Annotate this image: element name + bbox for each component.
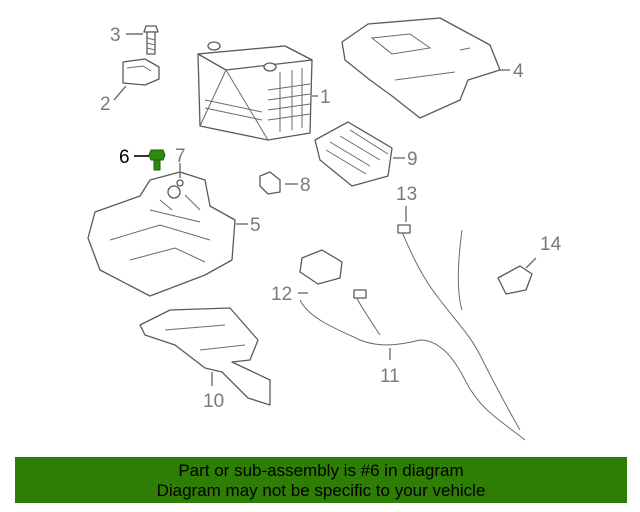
callout-14: 14 xyxy=(540,234,562,255)
part-9-tray[interactable] xyxy=(314,121,393,187)
callout-5: 5 xyxy=(250,215,261,236)
callout-10: 10 xyxy=(203,391,224,412)
part-14-sensor[interactable] xyxy=(497,265,533,295)
part-6-bolt-highlight[interactable] xyxy=(148,149,166,171)
part-10-bracket[interactable] xyxy=(139,307,271,406)
part-4-cover[interactable] xyxy=(341,17,501,119)
callout-3: 3 xyxy=(110,25,121,46)
part-12-terminal-cover[interactable] xyxy=(299,249,343,285)
callout-9: 9 xyxy=(407,149,418,170)
part-1-battery[interactable] xyxy=(197,41,313,141)
banner-line-1: Part or sub-assembly is #6 in diagram xyxy=(178,461,464,480)
part-8-clip[interactable] xyxy=(259,171,281,195)
part-7-fastener[interactable] xyxy=(176,179,184,187)
part-13-cable[interactable] xyxy=(397,224,521,431)
leader-14 xyxy=(525,257,537,269)
part-2-clamp[interactable] xyxy=(122,58,160,86)
part-5-battery-box[interactable] xyxy=(87,171,236,297)
callout-1: 1 xyxy=(320,87,331,108)
callout-12: 12 xyxy=(271,284,292,305)
callout-11: 11 xyxy=(380,366,400,387)
callout-7: 7 xyxy=(175,146,186,167)
banner-line-2: Diagram may not be specific to your vehi… xyxy=(156,481,486,500)
callout-8: 8 xyxy=(300,175,311,196)
leader-2 xyxy=(113,85,127,101)
callout-4: 4 xyxy=(513,61,524,82)
callout-6: 6 xyxy=(119,147,130,168)
callout-2: 2 xyxy=(100,94,111,115)
part-11-cable[interactable] xyxy=(299,289,526,441)
part-3-bolt[interactable] xyxy=(143,25,159,55)
callout-13: 13 xyxy=(396,184,417,205)
info-banner: Part or sub-assembly is #6 in diagram Di… xyxy=(15,457,627,503)
parts-diagram: 3 2 1 4 6 7 8 9 5 13 14 12 11 10 xyxy=(87,17,562,441)
